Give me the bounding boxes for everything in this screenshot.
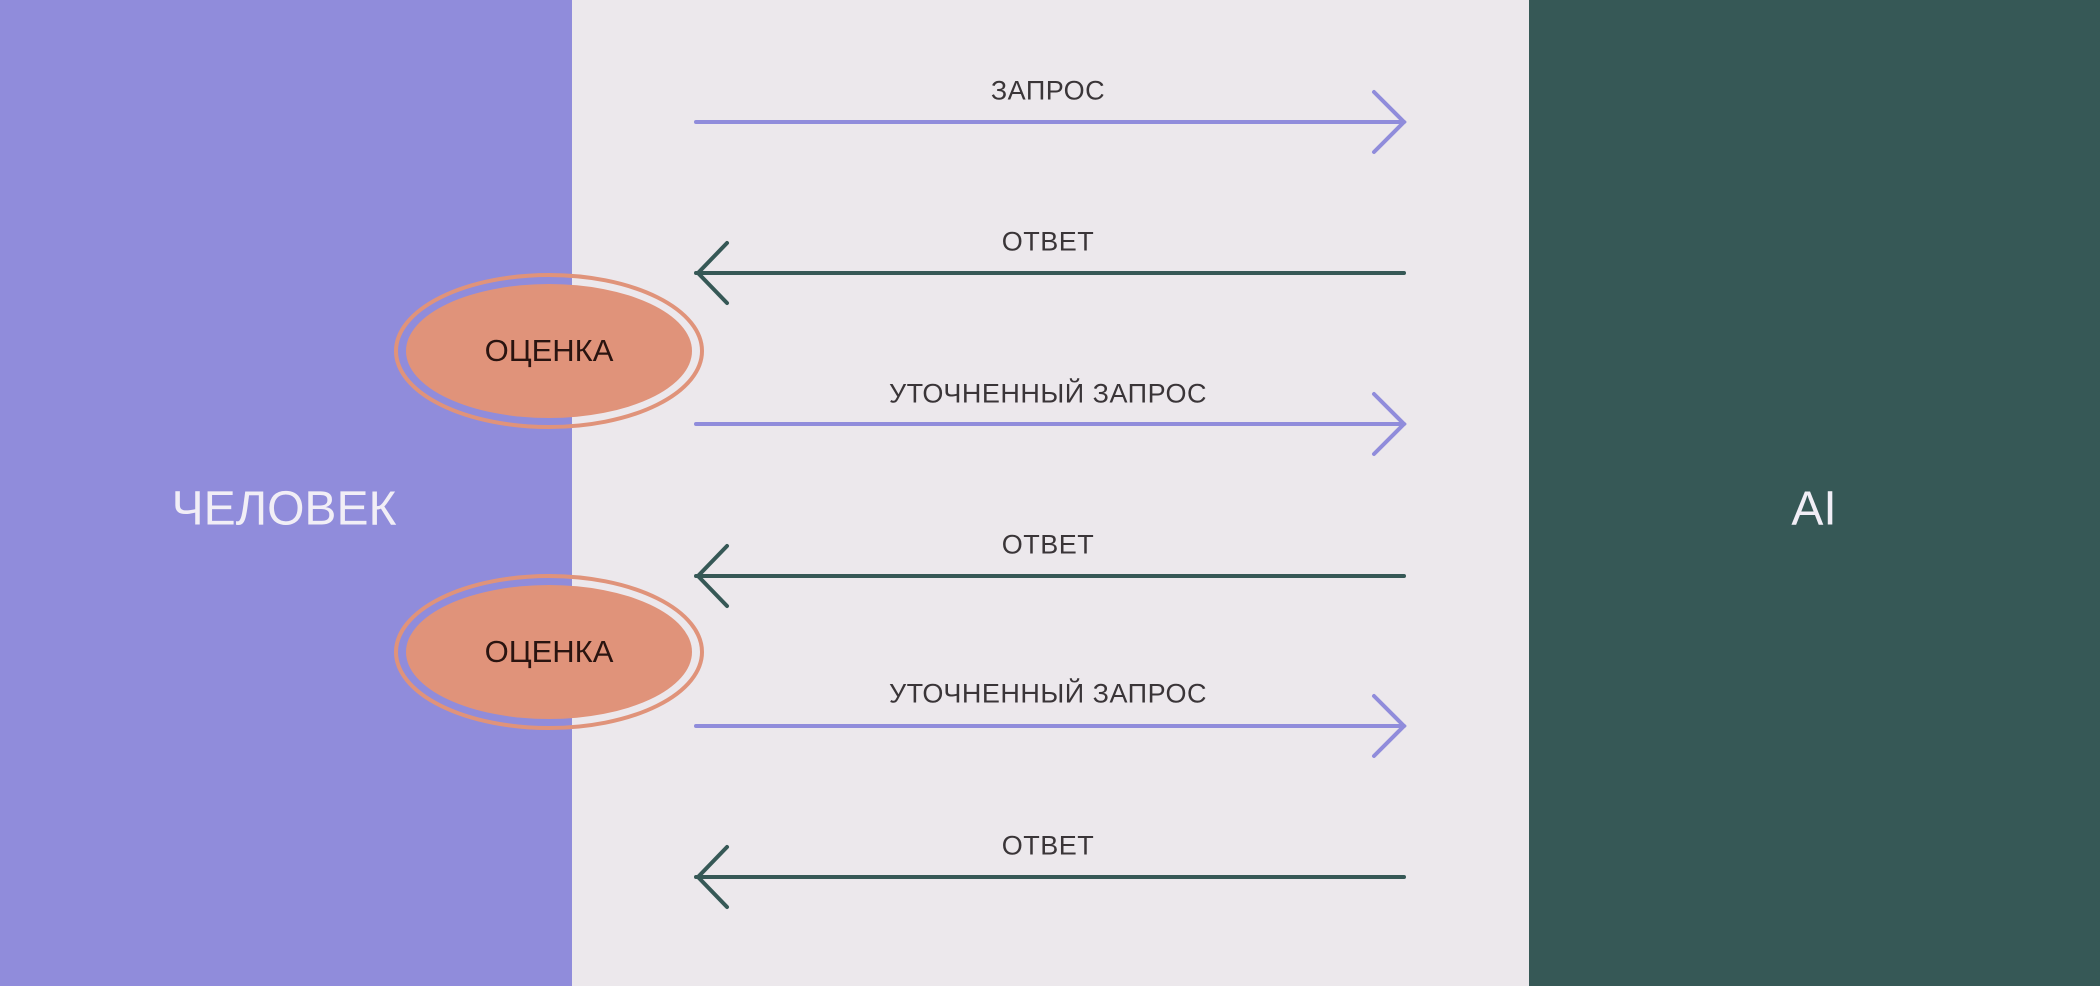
- message-label: ОТВЕТ: [1001, 529, 1095, 560]
- response-arrow: [694, 241, 1406, 305]
- response-arrow: [694, 544, 1406, 608]
- request-arrow: [694, 392, 1407, 456]
- evaluation-ellipse: [394, 273, 704, 429]
- message-label: УТОЧНЕННЫЙ ЗАПРОС: [889, 678, 1207, 709]
- request-arrow: [694, 694, 1407, 758]
- request-arrow: [694, 90, 1407, 154]
- evaluation-label: ОЦЕНКА: [484, 634, 614, 669]
- human-label: ЧЕЛОВЕК: [171, 482, 397, 536]
- ai-panel: AI: [1529, 0, 2100, 986]
- ai-label: AI: [1791, 482, 1837, 536]
- message-label: УТОЧНЕННЫЙ ЗАПРОС: [889, 378, 1207, 409]
- evaluation-ellipse: [394, 574, 704, 730]
- message-label: ОТВЕТ: [1001, 830, 1095, 861]
- human-panel: ЧЕЛОВЕК: [0, 0, 572, 986]
- evaluation-label: ОЦЕНКА: [484, 333, 614, 368]
- message-label: ЗАПРОС: [990, 75, 1106, 106]
- message-label: ОТВЕТ: [1001, 226, 1095, 257]
- response-arrow: [694, 845, 1406, 909]
